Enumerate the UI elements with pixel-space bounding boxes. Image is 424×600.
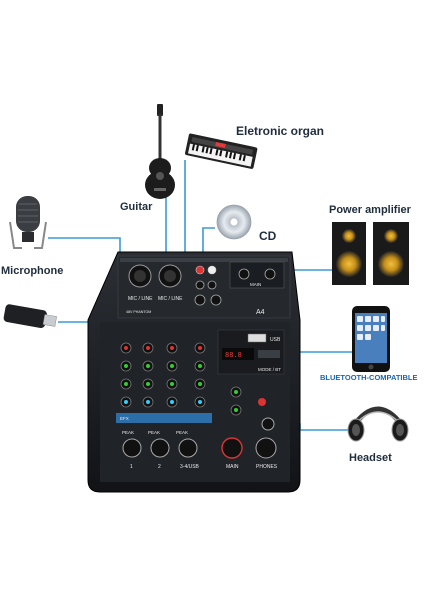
usb-dongle-icon [3,304,57,329]
channel-1-label: 1 [130,464,133,470]
model-label: A4 [256,309,265,316]
microphone-icon [9,196,47,249]
mic-line-label-2: MIC / LINE [158,296,183,302]
channel-3-label: 3-4/USB [180,464,200,470]
main-out-label: MAIN [250,282,261,287]
power-amplifier-label: Power amplifier [329,204,411,216]
peak-label-2: PEAK [148,430,160,435]
knob-rows [120,342,206,408]
input-jacks [128,261,285,306]
audio-mixer: MIC / LINE MIC / LINE 48V PHANTOM MAIN A… [87,251,301,493]
mode-label: MODE / BT [258,367,281,372]
master-section: MAIN PHONES [221,386,278,470]
mic-line-label-1: MIC / LINE [128,296,153,302]
smartphone-icon [352,306,390,372]
bluetooth-label: BLUETOOTH-COMPATIBLE [320,373,418,382]
cd-icon [216,204,252,240]
peak-label-1: PEAK [122,430,134,435]
fx-label: EFX [120,416,129,421]
phantom-label: 48V PHANTOM [126,310,151,314]
cd-label: CD [259,229,277,243]
organ-label: Eletronic organ [236,124,325,138]
speaker-right [373,222,409,285]
speaker-left [332,222,366,285]
guitar-icon [145,104,175,199]
power-amplifier-icon [332,222,409,285]
microphone-cable [48,237,121,262]
headset-label: Headset [349,452,392,464]
main-mix-label: MAIN [226,464,239,470]
electronic-organ-icon [185,133,258,169]
channel-2-label: 2 [158,464,161,470]
peak-label-3: PEAK [176,430,188,435]
channel-strips: EFX PEAK PEAK PEAK 1 2 3-4/USB [116,342,212,470]
microphone-label: Microphone [1,265,64,277]
svg-text:88.8: 88.8 [225,351,242,359]
cd-cable [202,227,215,258]
usb-label: USB [270,337,281,343]
guitar-label: Guitar [120,201,153,213]
headset-icon [347,406,409,442]
phones-label: PHONES [256,464,278,470]
